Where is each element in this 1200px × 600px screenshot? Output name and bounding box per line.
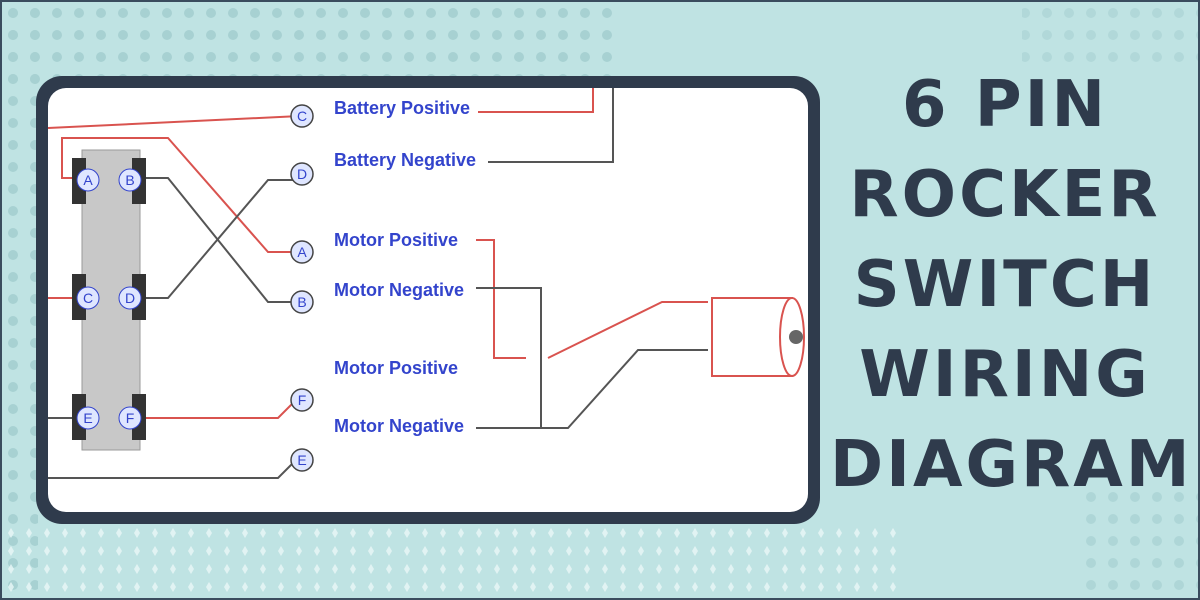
wire-motor-negative-2 xyxy=(476,349,708,429)
page-title: 6 PIN ROCKER SWITCH WIRING DIAGRAM xyxy=(830,60,1193,510)
terminal-d: D xyxy=(297,166,307,182)
motor-icon xyxy=(711,297,805,377)
wire-d-to-battery-negative xyxy=(140,179,296,299)
wire-to-motor-red xyxy=(547,301,708,359)
terminal-c: C xyxy=(297,108,307,124)
terminal-d-circle xyxy=(290,162,314,186)
switch-pin-d: D xyxy=(125,290,135,306)
label-motor-positive-2: Motor Positive xyxy=(334,358,458,378)
switch-pin-b: B xyxy=(125,172,134,188)
terminal-c-circle xyxy=(290,104,314,128)
title-line-4: WIRING xyxy=(859,338,1151,412)
switch-pin-e: E xyxy=(83,410,92,426)
wiring-diagram: A B C D E F C D A B F xyxy=(48,88,805,479)
wire-motor-positive-bracket xyxy=(476,239,526,359)
switch-pin-f: F xyxy=(126,410,135,426)
wire-battery-positive xyxy=(48,115,301,129)
terminal-f-circle xyxy=(290,388,314,412)
label-motor-positive-1: Motor Positive xyxy=(334,230,458,250)
title-line-5: DIAGRAM xyxy=(830,428,1193,502)
switch-pin-a: A xyxy=(83,172,93,188)
diagram-card: A B C D E F C D A B F xyxy=(36,76,820,524)
diagram-panel: A B C D E F C D A B F xyxy=(48,88,808,512)
terminal-b-circle xyxy=(290,290,314,314)
wire-battery-positive-right xyxy=(478,88,594,113)
title-line-3: SWITCH xyxy=(853,248,1157,322)
label-battery-negative: Battery Negative xyxy=(334,150,476,170)
switch-pins xyxy=(72,158,146,440)
terminal-e-circle xyxy=(290,448,314,472)
label-battery-positive: Battery Positive xyxy=(334,98,470,118)
title-line-2: ROCKER xyxy=(849,158,1161,232)
terminal-a-circle xyxy=(290,240,314,264)
terminal-a: A xyxy=(297,244,307,260)
terminal-e: E xyxy=(297,452,306,468)
switch-pin-c: C xyxy=(83,290,93,306)
terminal-f: F xyxy=(298,392,307,408)
label-motor-negative-1: Motor Negative xyxy=(334,280,464,300)
title-line-1: 6 PIN xyxy=(901,68,1109,142)
wire-motor-negative-1 xyxy=(476,287,542,428)
label-motor-negative-2: Motor Negative xyxy=(334,416,464,436)
terminal-b: B xyxy=(297,294,306,310)
wire-battery-negative xyxy=(488,88,614,163)
wire-a-to-motor-positive xyxy=(61,137,296,253)
wire-f-to-terminal xyxy=(140,399,297,419)
wire-e-to-terminal xyxy=(48,459,297,479)
